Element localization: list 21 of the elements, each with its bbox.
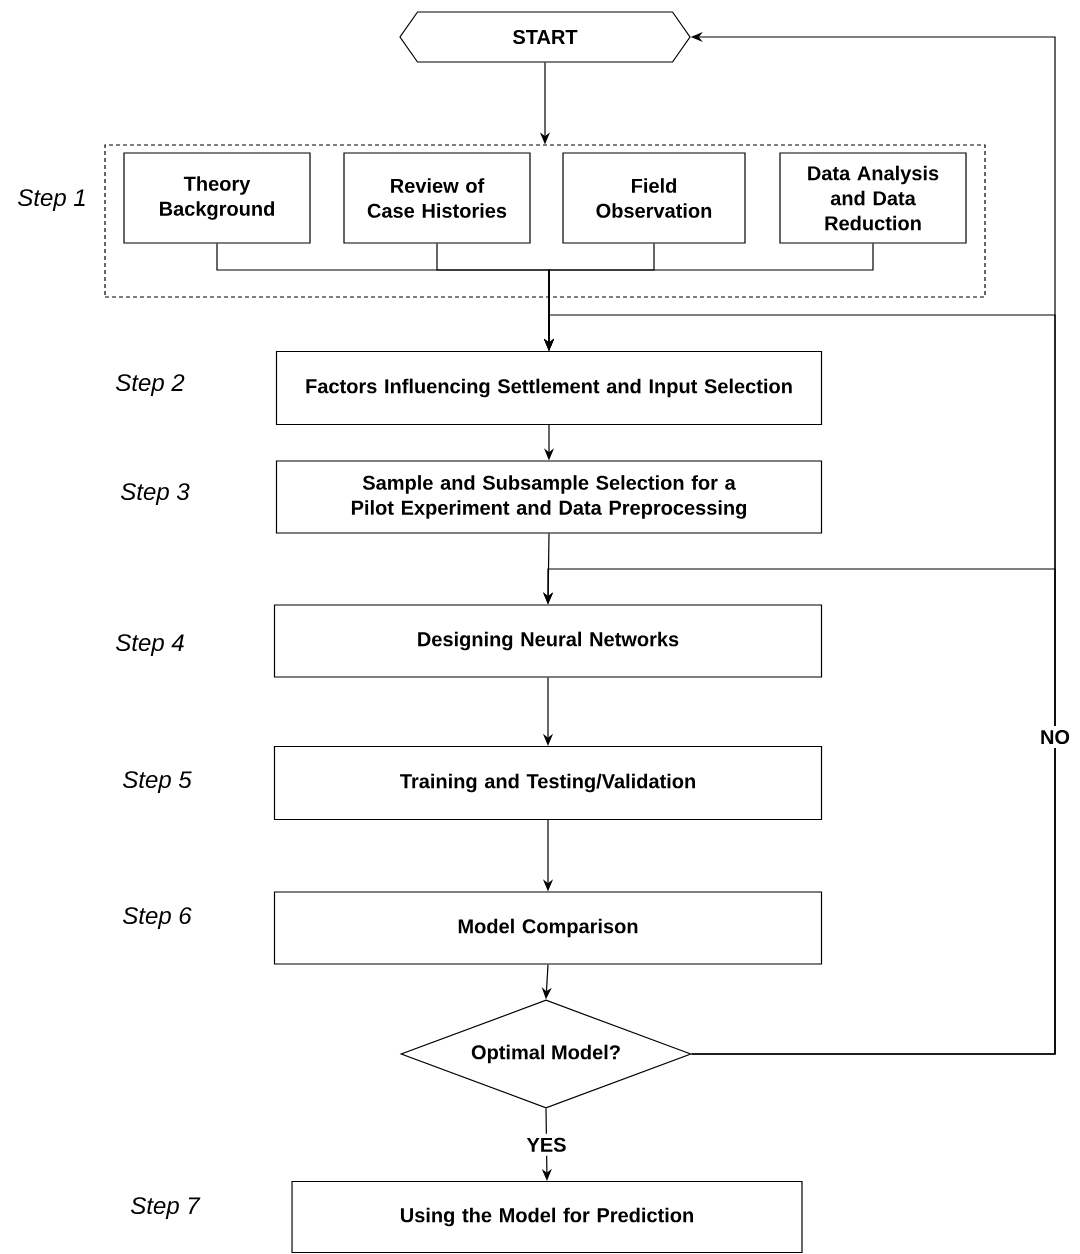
process-box: Factors Influencing Settlement and Input Selection — [275, 350, 823, 426]
step-label: Step 1 — [18, 189, 85, 211]
step-label: Step 4 — [116, 634, 184, 656]
process-box: Review of Case Histories — [343, 152, 531, 244]
process-box: Theory Background — [123, 152, 311, 244]
dashed-group-box — [104, 144, 986, 298]
process-box: Sample and Subsample Selection for a Pilot Experiment and Data Preprocessing — [275, 460, 823, 534]
step-label: Step 7 — [131, 1197, 201, 1219]
process-box: Model Comparison — [273, 891, 823, 965]
edge-label: NO — [1036, 725, 1074, 749]
start-terminal: START — [399, 11, 691, 63]
step-label: Step 5 — [123, 771, 192, 793]
process-box: Field Observation — [562, 152, 746, 244]
process-box: Training and Testing/Validation — [273, 745, 823, 821]
process-box: Using the Model for Prediction — [291, 1180, 803, 1254]
process-box: Data Analysis and Data Reduction — [779, 152, 967, 244]
step-label: Step 3 — [121, 483, 190, 505]
step-label: Step 2 — [116, 374, 185, 396]
process-box: Designing Neural Networks — [273, 604, 823, 678]
edge-label: YES — [522, 1133, 571, 1156]
step-label: Step 6 — [123, 907, 192, 929]
